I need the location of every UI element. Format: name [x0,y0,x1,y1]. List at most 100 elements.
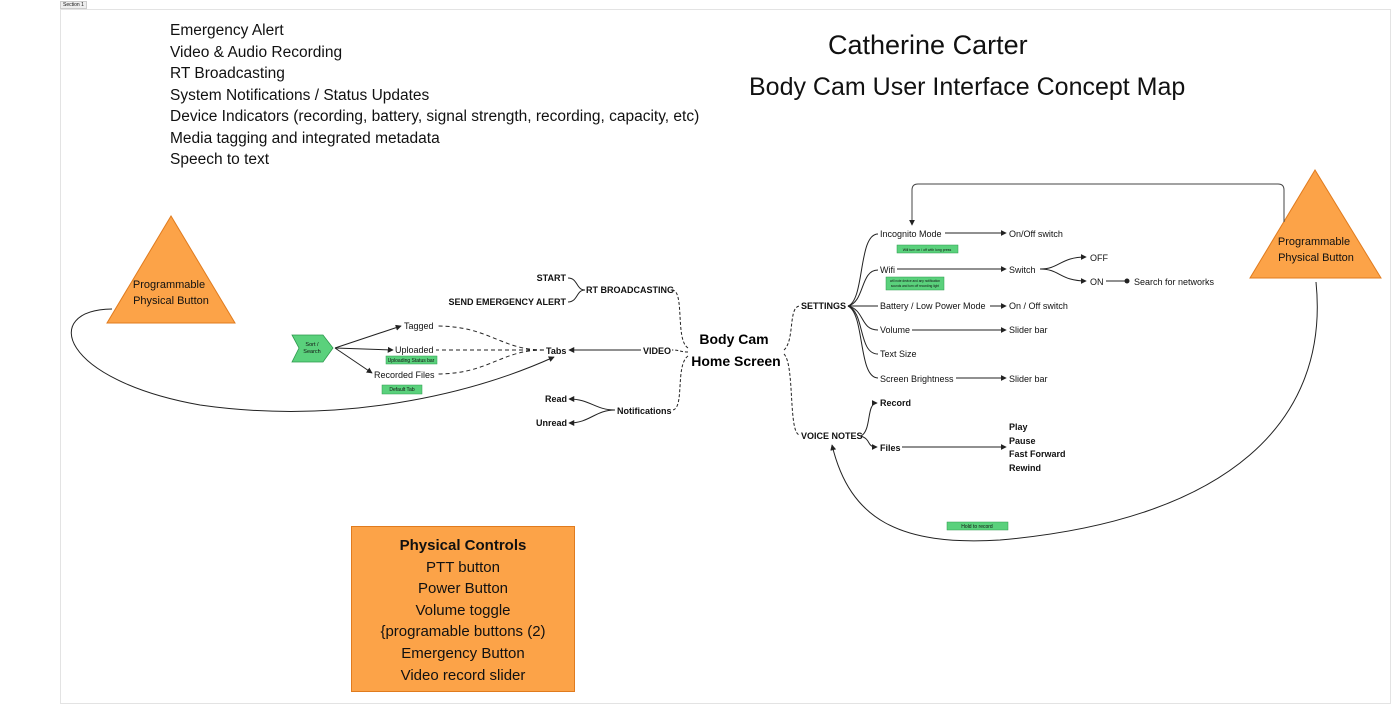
control-item: Video record slider [400,666,526,684]
node-files: Files [880,443,901,453]
connector-switch-off [1039,254,1087,270]
default-tab-text: Default Tab [389,387,414,393]
node-tabs: Tabs [546,346,566,356]
sort-search-label-2: Search [303,349,320,355]
control-item: Volume toggle [415,601,511,619]
uploading-status-text: Uploading Status bar [388,358,435,364]
control-item: PTT button [426,558,500,576]
node-voice-notes: VOICE NOTES [801,431,863,441]
connector-settings-brightness [847,305,879,379]
connector-sort-tagged [334,324,402,349]
right-button-label-1: Programmable [1278,236,1350,248]
node-switch: Switch [1009,265,1036,275]
node-battery: Battery / Low Power Mode [880,301,986,311]
feature-item: Speech to text [170,151,270,168]
connector-voice-files [860,435,878,450]
default-tab-note [381,384,423,395]
connector-voice-record [860,400,878,437]
node-brightness-slider: Slider bar [1009,374,1048,384]
node-brightness: Screen Brightness [880,374,954,384]
feature-item: System Notifications / Status Updates [170,86,430,104]
wifi-note-text-2: sounds and turn off recording light [891,284,939,288]
sort-search-button[interactable] [291,334,334,363]
connector-sort-recorded [334,347,373,374]
left-button-label-2: Physical Button [133,295,209,307]
node-pause: Pause [1009,436,1036,446]
physical-controls-title: Physical Controls [399,537,527,554]
node-record: Record [880,398,911,408]
node-unread: Unread [536,418,567,428]
connector-sort-uploaded [334,346,394,353]
hold-to-record-text: Hold to record [961,524,993,530]
connector-rt-alert [567,289,586,303]
node-tagged: Tagged [404,321,434,331]
sort-search-label-1: Sort / [305,342,319,348]
node-video: VIDEO [643,346,671,356]
programmable-button-left[interactable] [106,215,236,324]
programmable-button-right[interactable] [1249,169,1382,279]
connector-settings-volume [847,305,879,331]
incognito-note [896,244,959,254]
connector-tabs-recorded [435,349,545,375]
node-off: OFF [1090,253,1108,263]
feature-list: Emergency Alert Video & Audio Recording … [170,20,699,171]
wifi-note [885,276,945,291]
node-wifi: Wifi [880,265,895,275]
canvas-frame [60,9,1391,704]
right-button-label-2: Physical Button [1278,252,1354,264]
node-on: ON [1090,277,1104,287]
connector-notifications-read [568,396,616,411]
connector-hub-settings [783,305,801,351]
node-fast-forward: Fast Forward [1009,449,1066,459]
node-onoff-switch: On/Off switch [1009,229,1063,239]
feature-item: RT Broadcasting [170,65,285,82]
feature-item: Media tagging and integrated metadata [170,129,440,147]
node-search-networks: Search for networks [1134,277,1215,287]
control-item: Power Button [417,580,509,598]
connector-hub-voice-notes [783,353,801,436]
author-name: Catherine Carter [828,30,1028,60]
uploading-status-note [385,355,438,365]
connector-hub-rt [671,289,689,349]
connector-right-button-incognito [909,183,1285,226]
node-send-emergency-alert: SEND EMERGENCY ALERT [448,297,566,307]
connector-switch-on [1039,268,1087,284]
node-read: Read [545,394,567,404]
node-battery-switch: On / Off switch [1009,301,1068,311]
hub-title-2: Home Screen [691,353,780,369]
node-start: START [537,273,567,283]
node-text-size: Text Size [880,349,917,359]
connector-right-button-voice-notes [830,281,1318,542]
search-dot [1124,278,1130,284]
node-uploaded: Uploaded [395,345,434,355]
feature-item: Emergency Alert [170,22,284,39]
node-rewind: Rewind [1009,463,1041,473]
connector-left-button-tabs [70,308,555,412]
connector-hub-notifications [671,355,689,411]
feature-item: Device Indicators (recording, battery, s… [170,108,700,125]
connector-settings-wifi [847,269,879,307]
feature-item: Video & Audio Recording [170,43,343,61]
node-notifications: Notifications [617,406,672,416]
node-recorded-files: Recorded Files [374,370,435,380]
control-item: Emergency Button [401,644,525,662]
hub-title-1: Body Cam [699,331,768,347]
connector-hub-video [671,349,689,353]
connector-notifications-unread [568,409,616,426]
node-volume: Volume [880,325,910,335]
node-incognito: Incognito Mode [880,229,942,239]
node-play: Play [1009,422,1028,432]
physical-controls-box: Physical Controls PTT button Power Butto… [351,526,575,692]
control-item: {programable buttons (2) [380,623,546,641]
connector-settings-incognito [847,233,879,307]
left-button-label-1: Programmable [133,279,205,291]
node-rt-broadcasting: RT BROADCASTING [586,285,674,295]
hold-to-record-note [946,521,1009,531]
connector-tabs-tagged [435,325,545,351]
node-volume-slider: Slider bar [1009,325,1048,335]
section-tag: Section 1 [60,1,87,9]
node-settings: SETTINGS [801,301,846,311]
wifi-note-text-1: will note device and any notification [890,279,940,283]
incognito-note-text: Will turn on / off with long press [903,248,952,252]
